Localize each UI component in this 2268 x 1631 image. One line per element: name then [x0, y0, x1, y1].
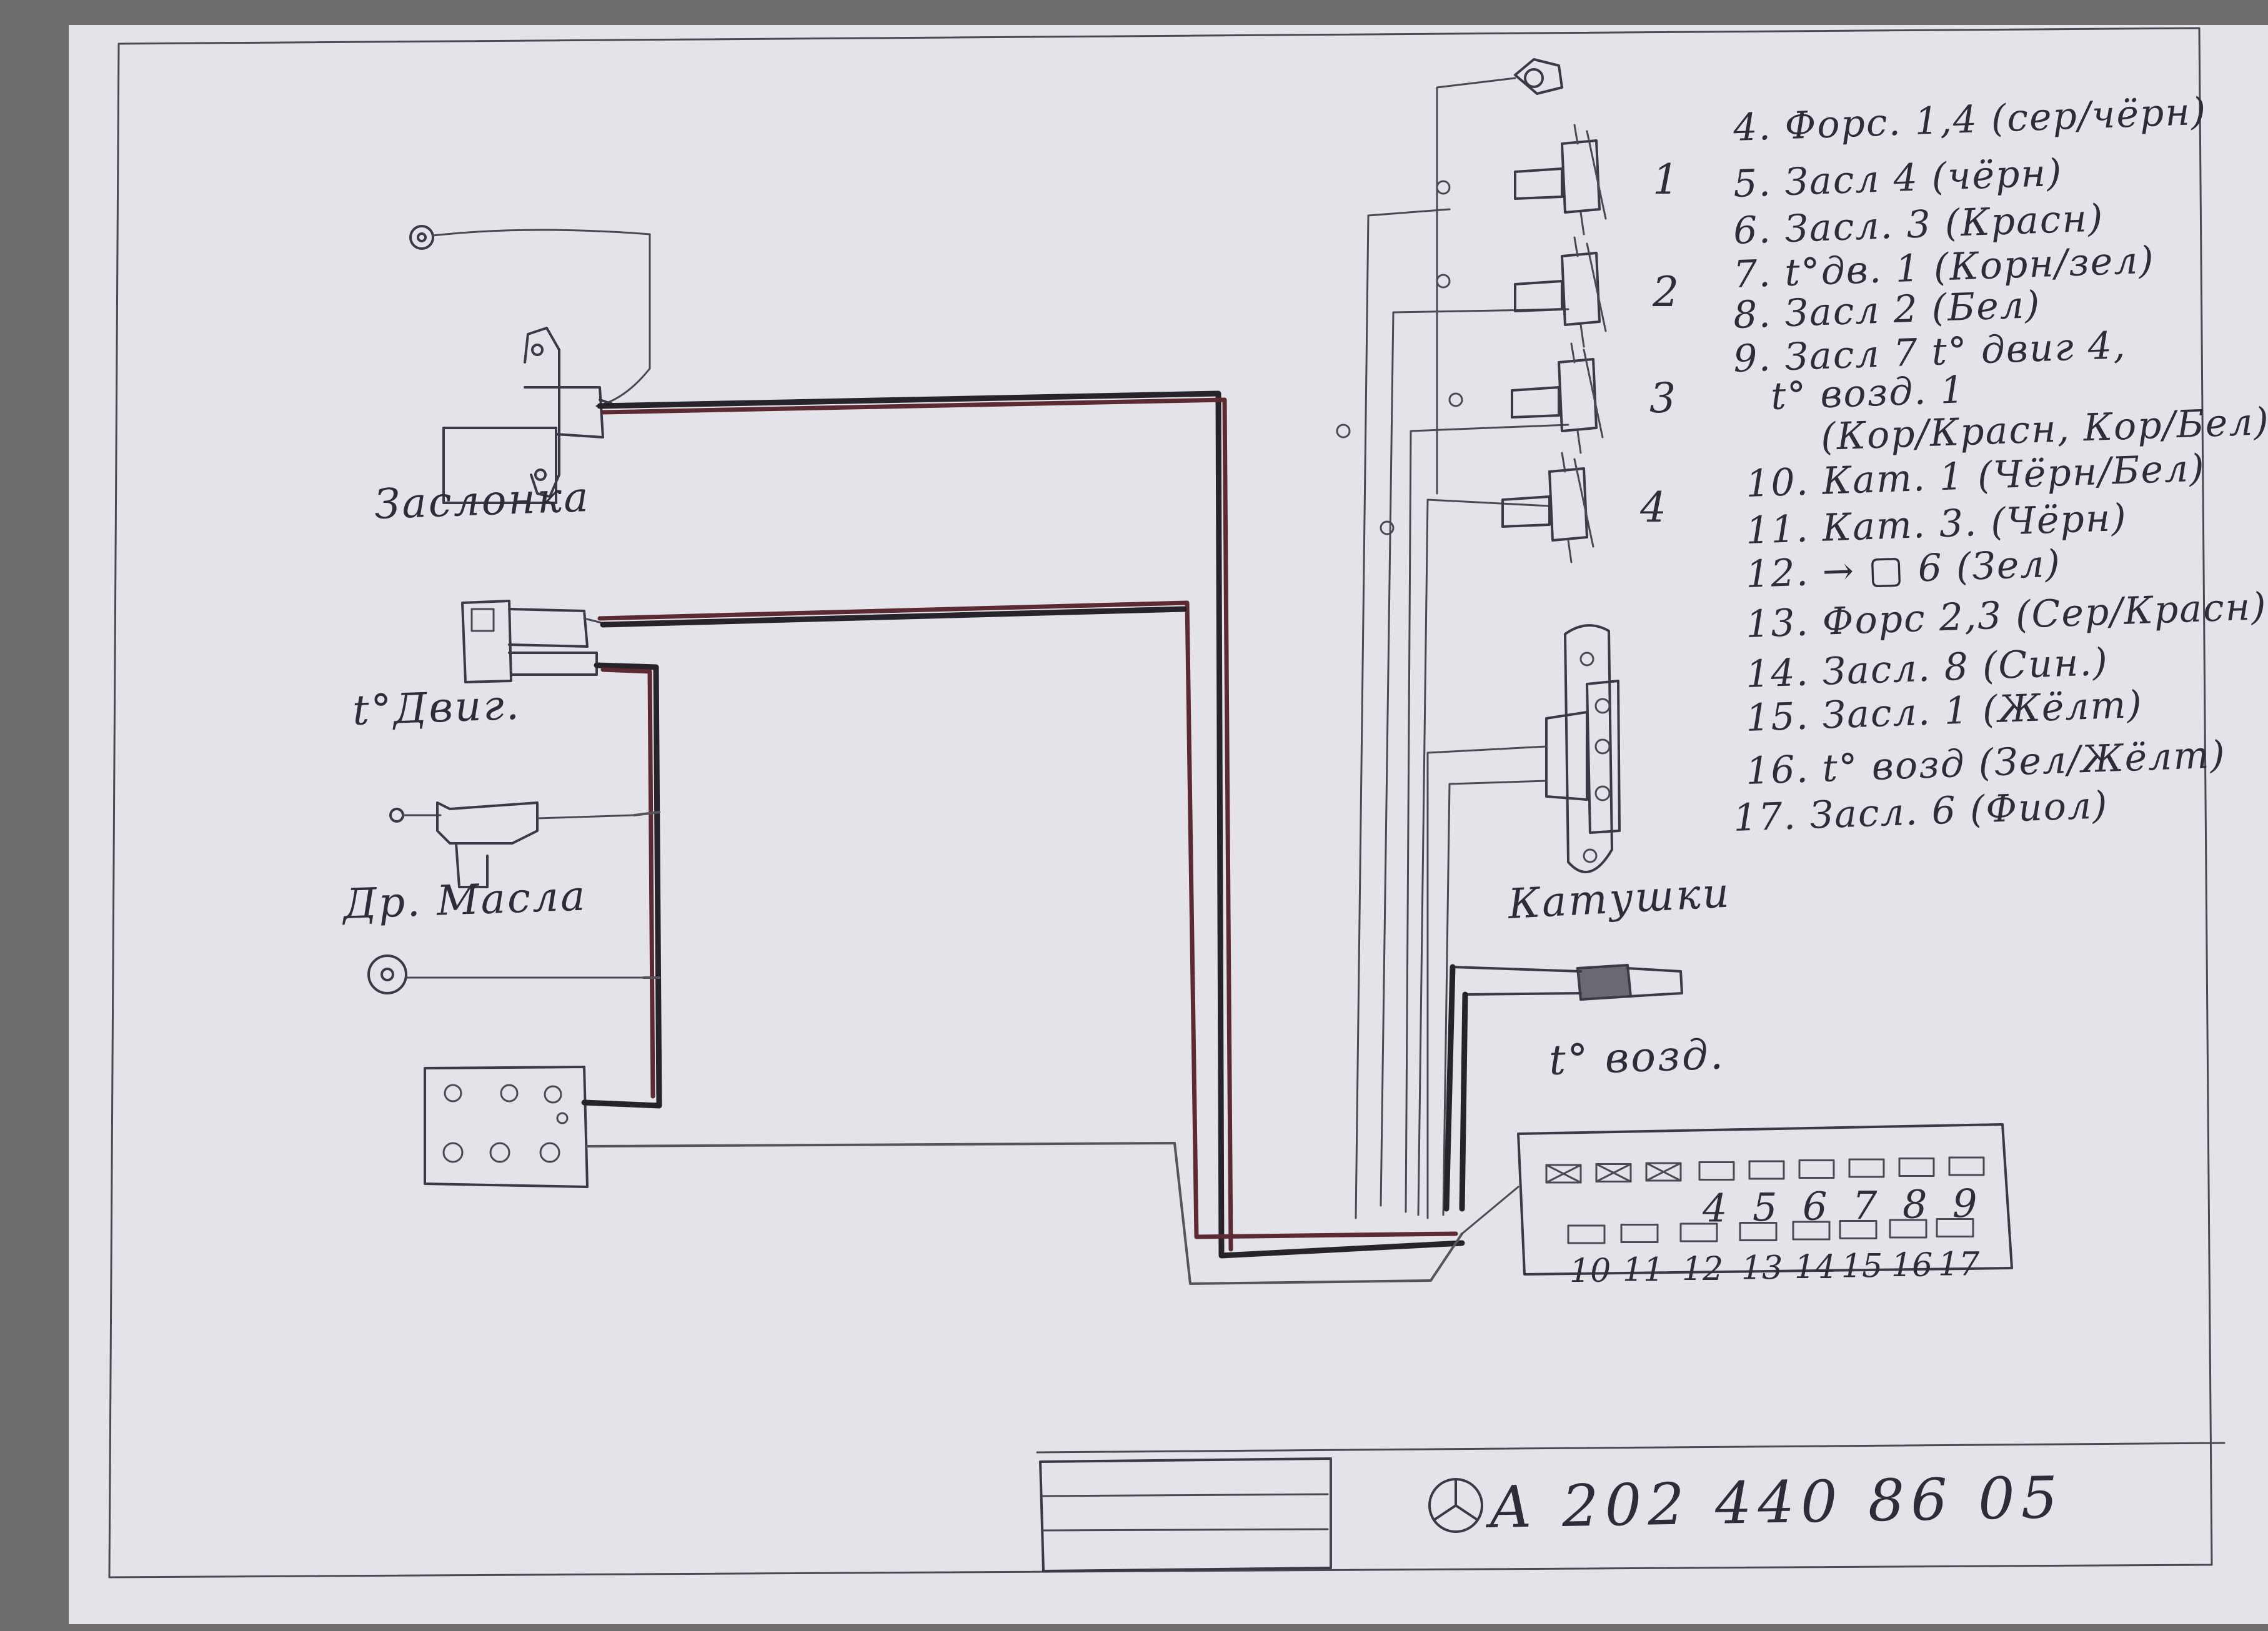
injector-2: [1514, 236, 1607, 348]
connector-slot-label-13: 13: [1741, 1250, 1783, 1287]
connector-slot-label-16: 16: [1891, 1247, 1932, 1284]
connector-slot-label-14: 14: [1794, 1249, 1836, 1286]
throttle-label: Заслонка: [374, 473, 591, 528]
legend-entry-4: 8. Засл 2 (Бел): [1733, 283, 2041, 337]
engine-temp-label: t°Двиг.: [352, 681, 522, 735]
round-sensor: [367, 954, 645, 994]
injector-number-4: 4: [1639, 483, 1668, 532]
left-wiring: [581, 390, 1465, 1285]
paper-sheet: [69, 25, 2268, 1624]
injector-1: [1514, 124, 1607, 235]
connector-slot-top-4: [1748, 1160, 1785, 1180]
connector-slot-bottom-4: [1792, 1221, 1831, 1241]
injectors-group: 1 2 3 4: [1501, 124, 1681, 563]
injector-4: [1501, 452, 1594, 563]
connector-slot-top-1: [1595, 1163, 1632, 1182]
connector-slot-bottom-0: [1567, 1224, 1606, 1244]
legend-entry-6: t° возд. 1: [1770, 368, 1966, 419]
connector-slot-top-6: [1848, 1158, 1885, 1178]
connector-slot-bottom-5: [1839, 1220, 1878, 1239]
six-pin-connector: [424, 1066, 589, 1188]
connector-slot-top-8: [1948, 1156, 1985, 1176]
connector-slot-label-10: 10: [1569, 1252, 1611, 1290]
connector-slot-bottom-1: [1620, 1224, 1659, 1243]
connector-slot-top-0: [1545, 1164, 1582, 1184]
connector-slot-top-7: [1898, 1158, 1935, 1177]
connector-slot-bottom-7: [1936, 1218, 1974, 1237]
injector-number-1: 1: [1653, 156, 1681, 204]
oil-pressure-label: Др. Масла: [341, 871, 588, 928]
connector-slot-label-11: 11: [1623, 1252, 1664, 1289]
connector-slot-bottom-3: [1739, 1222, 1778, 1241]
title-block: [1036, 1442, 2226, 1572]
mercedes-star-logo: [1428, 1478, 1483, 1533]
injector-number-3: 3: [1649, 374, 1678, 422]
connector-slot-top-3: [1698, 1161, 1735, 1181]
connector-slot-cross-0: [1545, 1164, 1582, 1184]
injector-3: [1511, 342, 1604, 454]
connector-slot-cross-1: [1595, 1163, 1632, 1182]
connector-slot-top-5: [1798, 1159, 1835, 1179]
connector-slot-label-15: 15: [1841, 1248, 1883, 1286]
air-temp-label: t° возд.: [1548, 1030, 1726, 1084]
connector-slot-bottom-6: [1889, 1219, 1927, 1239]
drawing-frame: [108, 27, 2213, 1579]
injector-number-2: 2: [1652, 268, 1681, 316]
air-temp-sensor: [1443, 964, 1683, 1212]
connector-slot-cross-2: [1645, 1162, 1682, 1182]
coils-label: Катушки: [1506, 868, 1732, 928]
connector-slot-label-17: 17: [1938, 1246, 1980, 1284]
connector-slot-top-2: [1645, 1162, 1682, 1182]
injector-rail: [1336, 58, 1569, 1219]
connector-slot-bottom-2: [1679, 1222, 1718, 1242]
part-number: A 202 440 86 05: [1485, 1464, 2064, 1541]
oil-pressure-sensor: [389, 801, 635, 888]
ignition-coils: [1426, 624, 1621, 1219]
main-connector: [1461, 1123, 2013, 1276]
connector-slot-label-12: 12: [1682, 1251, 1723, 1288]
